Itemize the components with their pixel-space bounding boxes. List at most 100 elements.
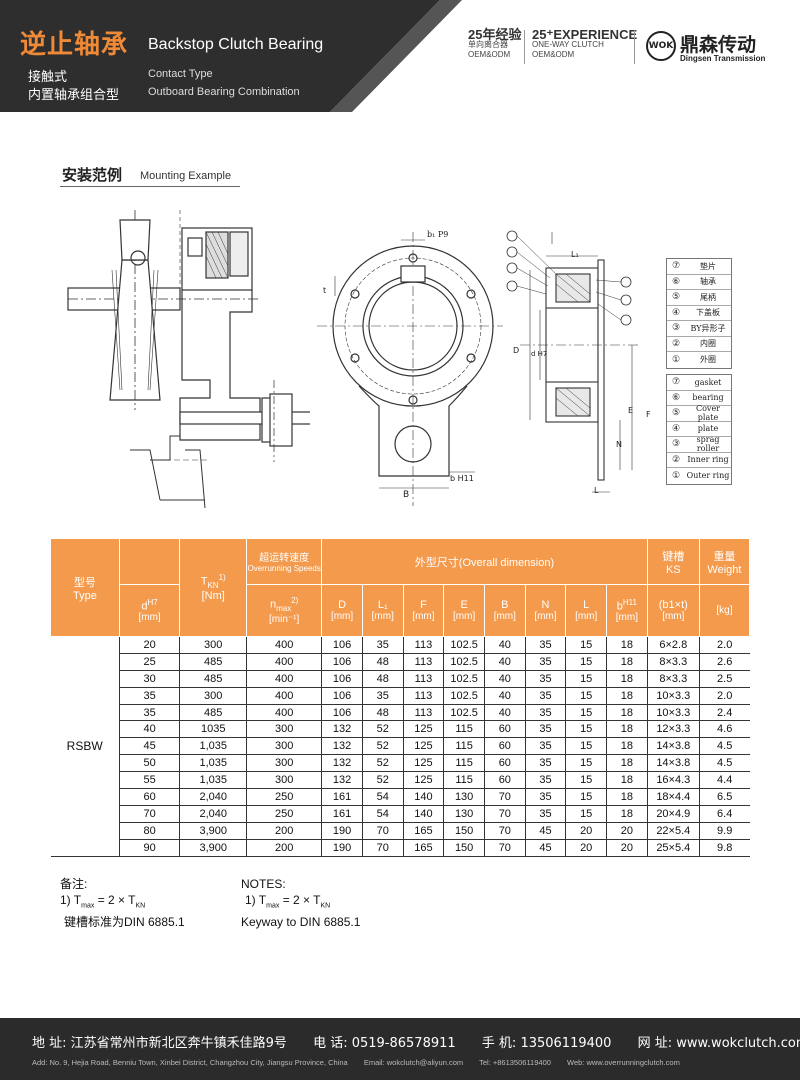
cell-E: 102.5 <box>443 636 485 654</box>
cell-L1: 54 <box>361 788 404 806</box>
cell-N: 35 <box>524 804 567 823</box>
cell-weight: 2.5 <box>698 669 750 688</box>
cell-b: 18 <box>606 804 648 823</box>
cell-N: 35 <box>524 771 567 790</box>
footer-web-cn[interactable]: 网 址: www.wokclutch.com <box>637 1036 800 1051</box>
cell-keyway: 8×3.3 <box>646 652 700 671</box>
cell-N: 35 <box>524 636 567 654</box>
cell-F: 165 <box>402 821 445 840</box>
cell-d: 50 <box>118 754 181 773</box>
legend-number: ⑦ <box>671 377 681 388</box>
header-tkn-sup: 1) <box>218 572 226 582</box>
cell-weight: 2.6 <box>698 652 750 671</box>
header-nmax-sub: max <box>276 603 292 613</box>
cell-keyway: 14×3.8 <box>646 737 700 756</box>
cell-tkn: 2,040 <box>179 788 248 806</box>
page-header: 逆止轴承 Backstop Clutch Bearing 接触式 Contact… <box>0 0 800 112</box>
footer-email-en[interactable]: Email: wokclutch@aliyun.com <box>363 1058 464 1067</box>
cell-keyway: 16×4.3 <box>646 771 700 790</box>
cell-d: 20 <box>118 636 181 654</box>
cell-N: 35 <box>524 737 567 756</box>
cell-d: 55 <box>118 771 181 790</box>
experience-badge-en: 25⁺EXPERIENCE ONE-WAY CLUTCH OEM&ODM <box>532 28 637 60</box>
cell-F: 113 <box>402 669 445 688</box>
header-L1-unit: [mm] <box>371 611 394 622</box>
cell-weight: 9.8 <box>698 838 750 857</box>
cell-nmax: 200 <box>246 821 323 840</box>
cell-L1: 70 <box>361 821 404 840</box>
cell-tkn: 1035 <box>179 720 248 739</box>
legend-text: 轴承 <box>700 277 716 287</box>
header-background <box>0 0 462 112</box>
cell-D: 132 <box>321 720 363 739</box>
header-nmax-unit: [min⁻¹] <box>269 613 300 625</box>
header-weight: 重量 Weight <box>698 538 751 585</box>
footer-mobile-cn: 手 机: 13506119400 <box>481 1036 612 1051</box>
cell-F: 140 <box>402 804 445 823</box>
header-tkn-unit: [Nm] <box>201 590 225 603</box>
header-B: B[mm] <box>483 584 526 637</box>
cell-L: 15 <box>565 686 608 705</box>
header-weight-unit-label: [kg] <box>716 605 733 616</box>
cell-weight: 6.5 <box>698 788 750 806</box>
cell-d: 35 <box>118 686 181 705</box>
header-N-unit: [mm] <box>534 611 557 622</box>
cell-b: 18 <box>606 703 648 722</box>
cell-E: 102.5 <box>443 652 485 671</box>
notes-en: NOTES: 1) Tmax = 2 × TKN Keyway to DIN 6… <box>241 876 360 930</box>
label-L1: L₁ <box>571 250 579 259</box>
cell-nmax: 400 <box>246 703 323 722</box>
cell-L: 15 <box>565 754 608 773</box>
header-N: N[mm] <box>524 584 567 637</box>
header-nmax-sup: 2) <box>291 596 299 606</box>
cell-L1: 52 <box>361 771 404 790</box>
notes-en-line1-sub: max <box>266 902 280 910</box>
cell-D: 132 <box>321 771 363 790</box>
cell-L: 15 <box>565 804 608 823</box>
header-b-unit: [mm] <box>615 612 638 624</box>
legend-number: ⑥ <box>671 392 681 403</box>
header-D-unit: [mm] <box>330 611 354 622</box>
cell-nmax: 250 <box>246 788 323 806</box>
cell-F: 113 <box>402 703 445 722</box>
cell-d: 35 <box>118 703 181 722</box>
label-B: B <box>403 490 410 500</box>
footer-web-en[interactable]: Web: www.overrunningclutch.com <box>567 1058 680 1067</box>
cell-d: 80 <box>118 821 181 840</box>
header-title-cn: 逆止轴承 <box>20 30 129 60</box>
cell-keyway: 18×4.4 <box>646 788 700 806</box>
cell-L1: 48 <box>361 703 404 722</box>
cell-L1: 35 <box>361 686 404 705</box>
notes-cn-line2: 键槽标准为DIN 6885.1 <box>64 915 185 930</box>
cell-L: 15 <box>565 703 608 722</box>
footer-tel-en: Tel: +8613506119400 <box>479 1058 551 1067</box>
cell-nmax: 300 <box>246 720 323 739</box>
label-L: L <box>594 486 599 495</box>
cell-tkn: 3,900 <box>179 821 248 840</box>
header-key-size-unit: [mm] <box>662 611 685 622</box>
cell-keyway: 10×3.3 <box>646 686 700 705</box>
experience-badge-cn: 25年经验 单向离合器 OEM&ODM <box>468 28 521 60</box>
cell-nmax: 300 <box>246 771 323 790</box>
legend-text: sprag roller <box>696 435 720 454</box>
cell-nmax: 400 <box>246 669 323 688</box>
notes-en-line1-prefix: 1) T <box>245 893 267 907</box>
cell-L: 15 <box>565 737 608 756</box>
legend-number: ⑤ <box>671 408 681 419</box>
cell-N: 35 <box>524 720 567 739</box>
notes-cn-line1: 1) Tmax = 2 × TKN <box>60 892 185 914</box>
cell-N: 45 <box>524 838 567 857</box>
cell-D: 132 <box>321 737 363 756</box>
cell-nmax: 300 <box>246 754 323 773</box>
header-nmax-symbol: n <box>269 598 277 611</box>
cell-B: 60 <box>483 720 526 739</box>
type-cell: RSBW <box>50 636 120 857</box>
page-footer: 地 址: 江苏省常州市新北区奔牛镇禾佳路9号 电 话: 0519-8657891… <box>0 1018 800 1080</box>
notes-cn: 备注: 1) Tmax = 2 × TKN 键槽标准为DIN 6885.1 <box>60 876 185 930</box>
legend-number: ③ <box>671 323 681 334</box>
cell-E: 115 <box>443 737 485 756</box>
